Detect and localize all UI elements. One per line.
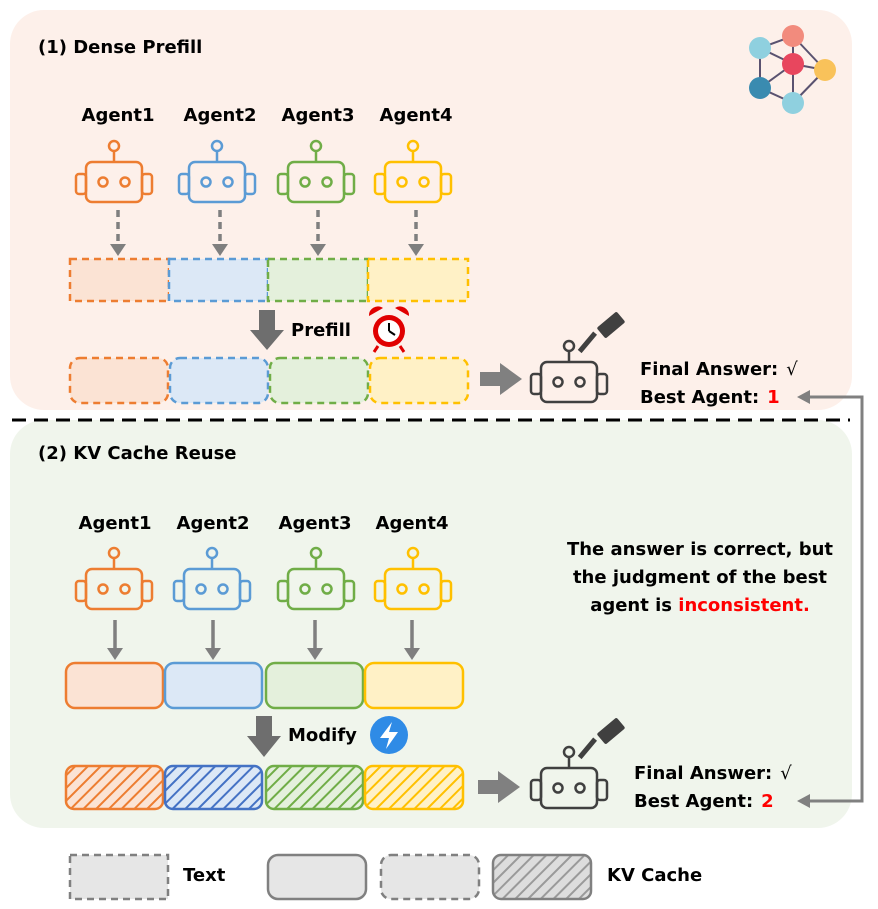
reuse-agent3-label: Agent3	[279, 513, 352, 534]
alarm-clock-icon	[368, 306, 410, 353]
reuse-to-judge-arrow	[478, 771, 520, 803]
note-line2: the judgment of the best	[573, 567, 827, 588]
modify-label: Modify	[288, 725, 357, 746]
dense-agent4-label: Agent4	[380, 105, 453, 126]
prefill-arrow	[250, 310, 284, 350]
legend-rounded-swatch	[266, 853, 368, 901]
reuse-kv-cache-row	[64, 764, 465, 811]
dense-gavel-icon	[577, 312, 625, 354]
legend-kv-cache-label: KV Cache	[607, 865, 702, 886]
reuse-solid-arrows	[113, 620, 414, 650]
reuse-best-agent: Best Agent:2	[634, 791, 774, 812]
reuse-text-row	[64, 661, 465, 710]
dense-agent2-label: Agent2	[184, 105, 257, 126]
dense-prefill-title: (1) Dense Prefill	[38, 37, 202, 58]
legend-text-label: Text	[183, 865, 226, 886]
dense-best-agent: Best Agent:1	[640, 387, 780, 408]
prefill-label: Prefill	[291, 320, 351, 341]
dense-to-judge-arrow	[480, 363, 522, 395]
reuse-agent1-label: Agent1	[79, 513, 152, 534]
lightning-icon	[370, 716, 408, 754]
dense-final-answer: Final Answer:√	[640, 359, 798, 380]
reuse-gavel-icon	[577, 718, 625, 760]
modify-arrow	[247, 716, 281, 757]
legend-hatched-swatch	[491, 853, 593, 901]
dense-dashed-arrows	[116, 210, 418, 244]
reuse-agent4-label: Agent4	[376, 513, 449, 534]
neural-network-icon	[749, 25, 836, 114]
kv-cache-reuse-panel	[10, 420, 852, 828]
legend-dashed-rounded-swatch	[379, 853, 481, 901]
dense-cache-row	[68, 356, 470, 405]
legend-text-swatch	[68, 853, 170, 901]
note-line3: agent is inconsistent.	[590, 595, 810, 616]
comparison-connector	[808, 395, 864, 803]
reuse-agent2-label: Agent2	[177, 513, 250, 534]
reuse-final-answer: Final Answer:√	[634, 763, 792, 784]
dense-text-row	[68, 257, 470, 303]
dense-agent1-label: Agent1	[82, 105, 155, 126]
dense-agent3-label: Agent3	[282, 105, 355, 126]
kv-cache-reuse-title: (2) KV Cache Reuse	[38, 443, 237, 464]
note-line1: The answer is correct, but	[567, 539, 833, 560]
dense-prefill-panel	[10, 10, 852, 410]
legend: Text KV Cache	[68, 853, 702, 901]
